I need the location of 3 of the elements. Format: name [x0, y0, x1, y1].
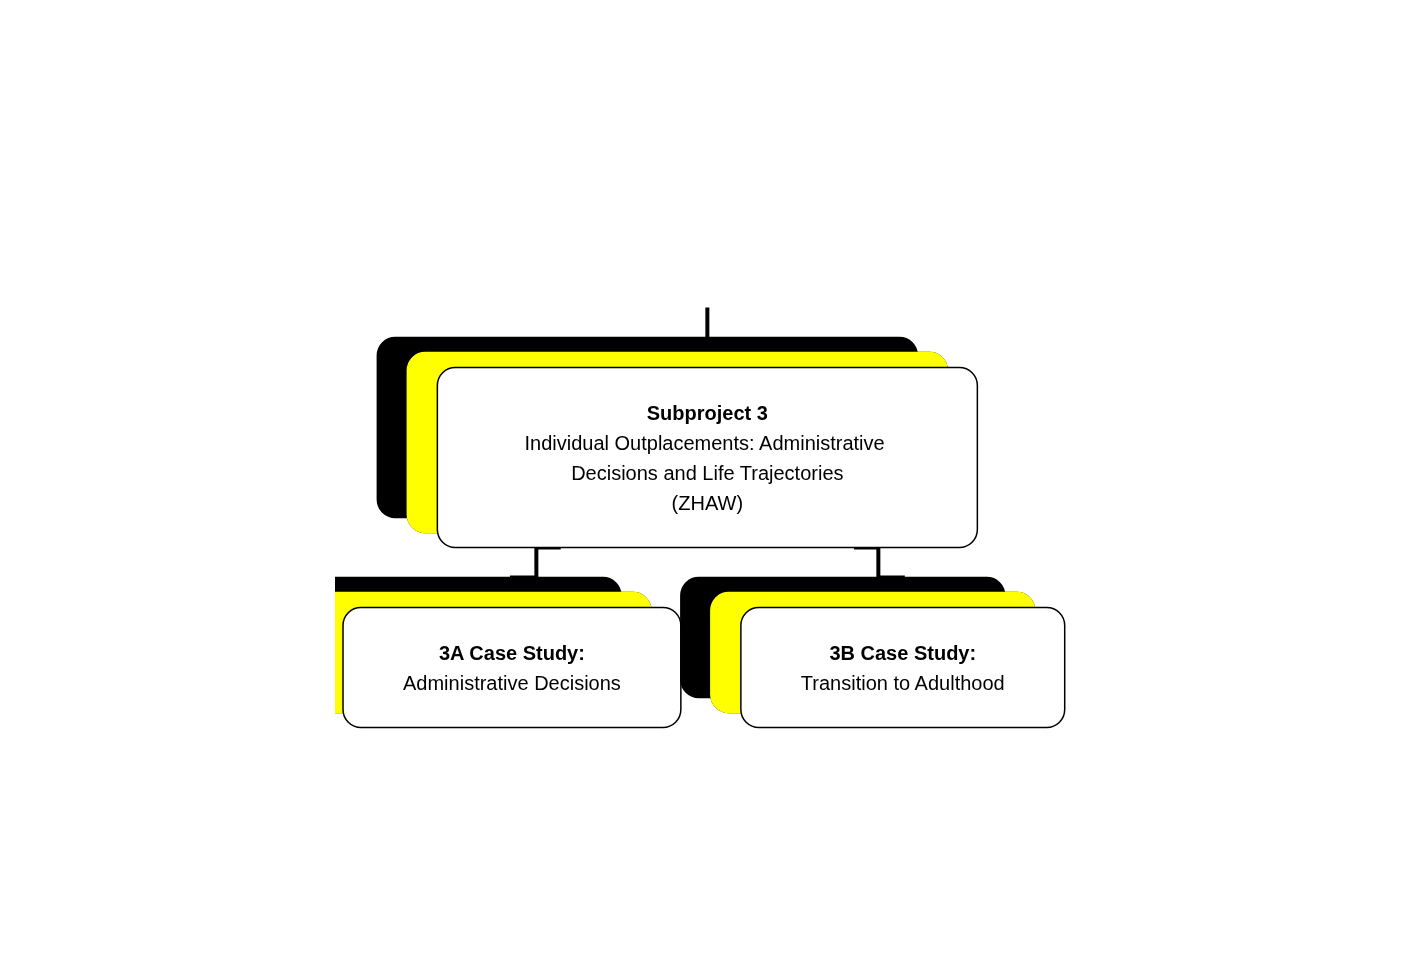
node-box: Subproject 3 Individual Outplacements: Administrative Decisions and Life Trajectories (ZHAW): [436, 366, 979, 549]
node-box: 3A Case Study: Administrative Decisions: [342, 606, 682, 729]
node-box: 3B Case Study: Transition to Adulthood: [740, 606, 1066, 729]
